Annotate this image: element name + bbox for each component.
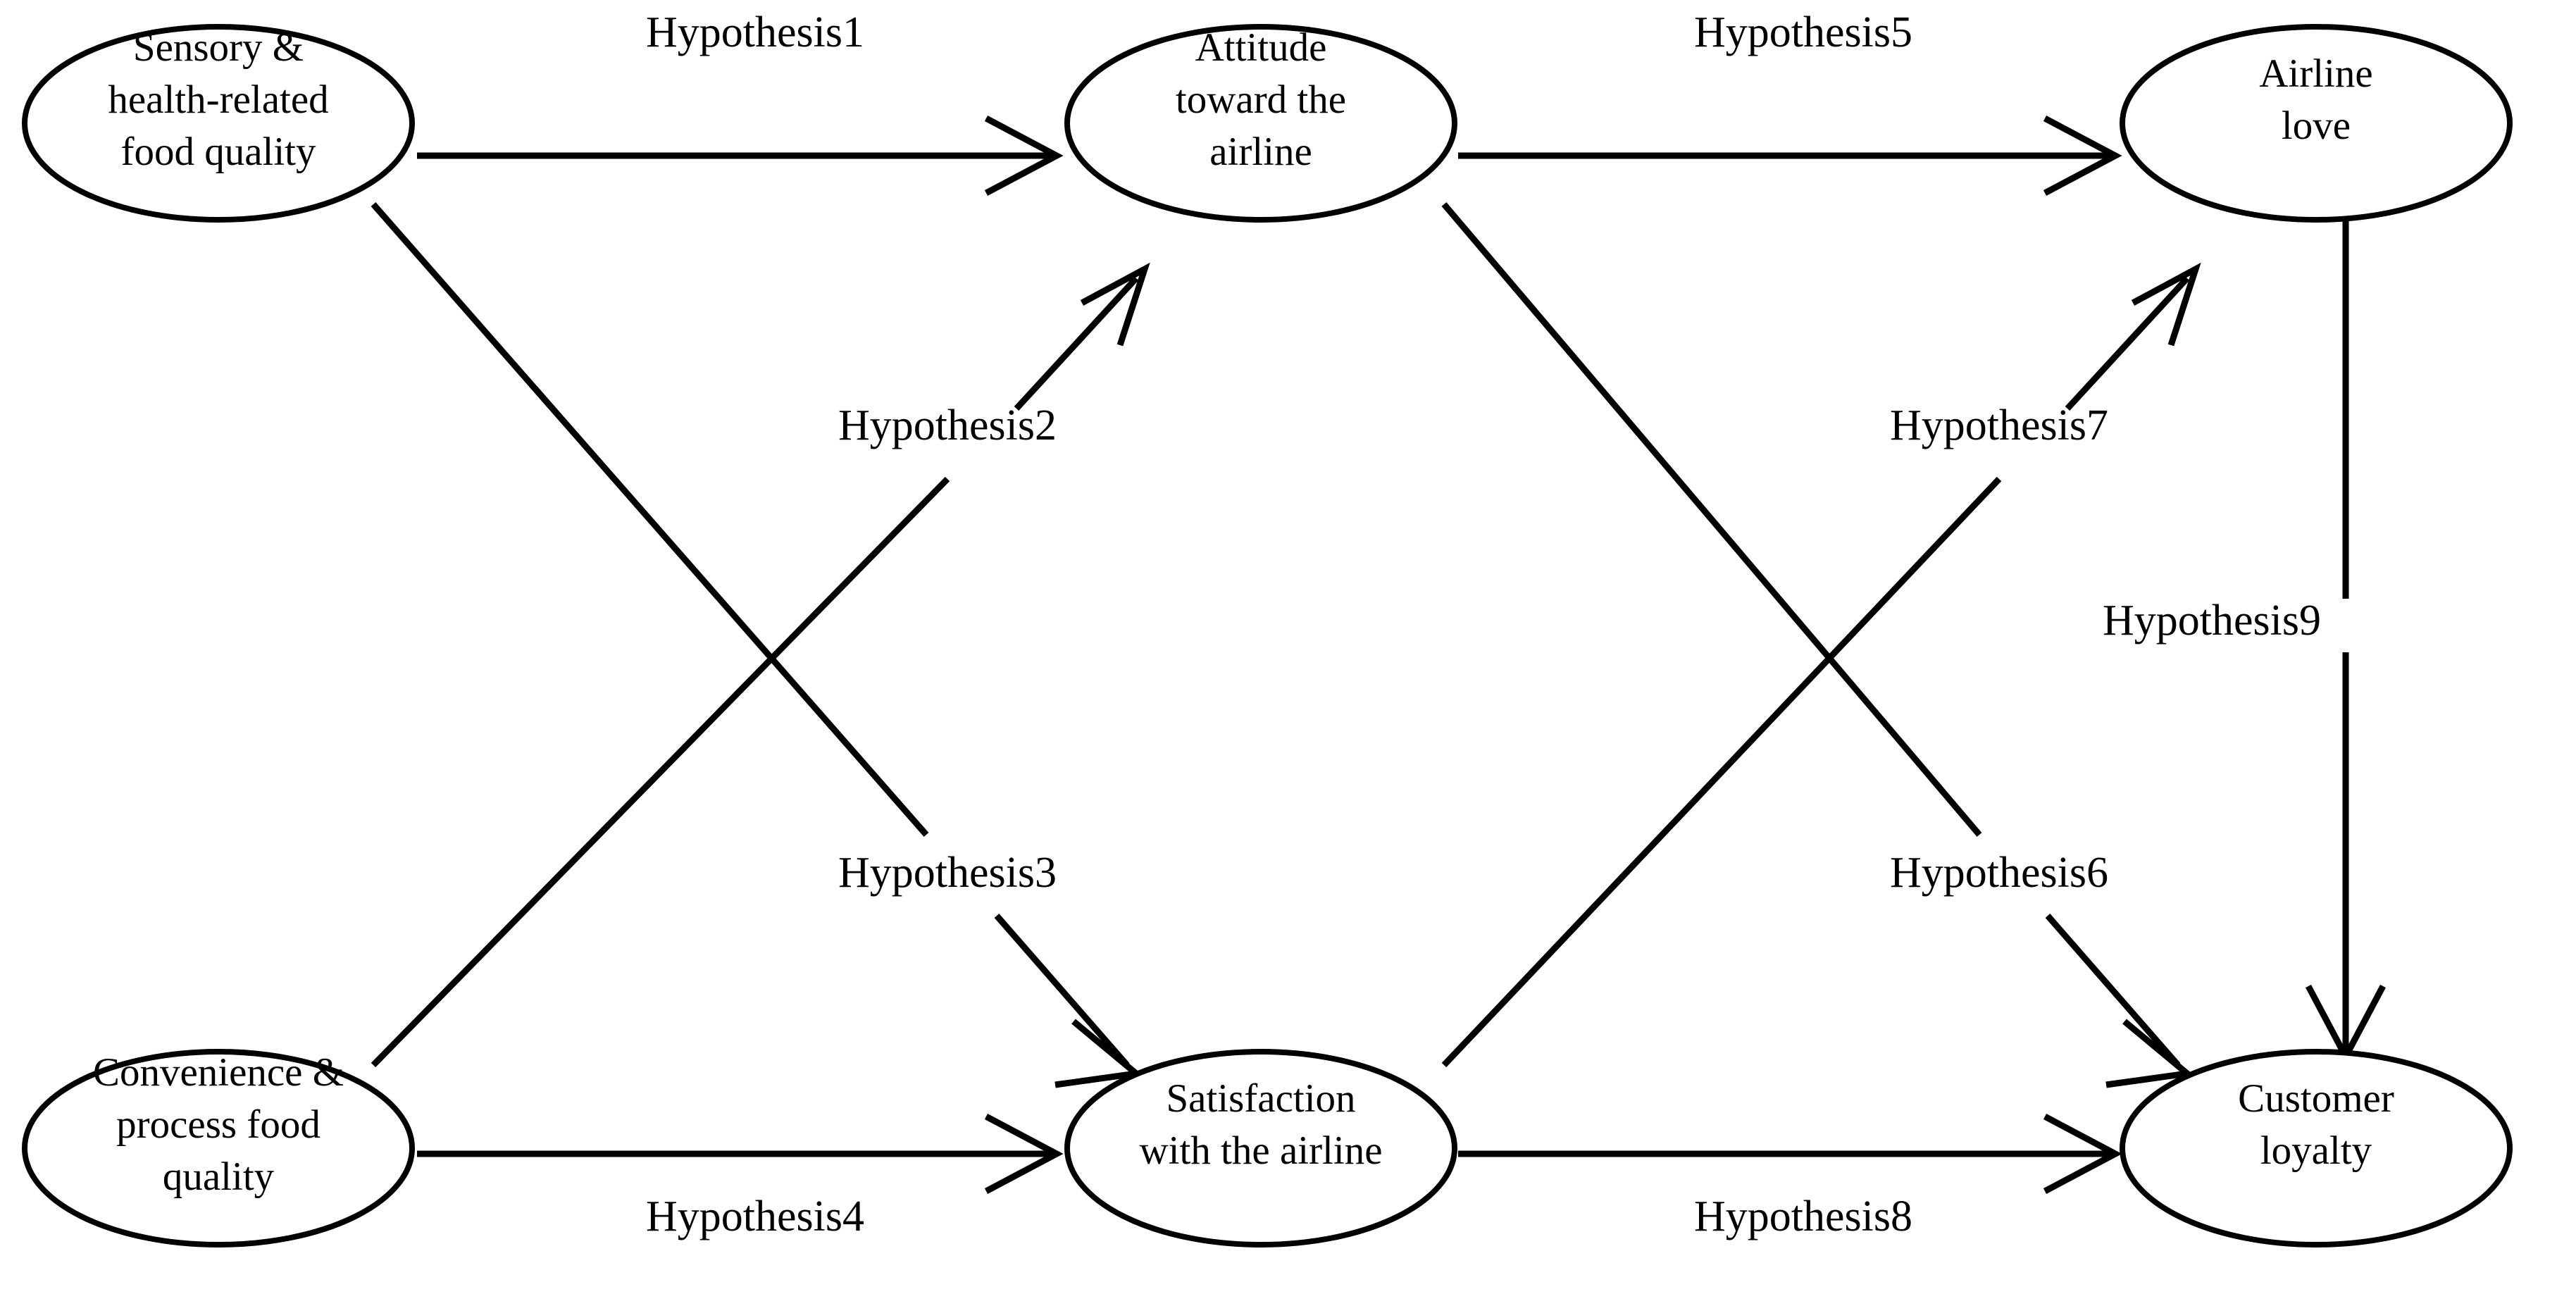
node-label-satisfaction-line1: Satisfaction (1166, 1076, 1355, 1121)
node-customer-loyalty[interactable]: Customer loyalty (2120, 1049, 2513, 1248)
edge-label-hypothesis2: Hypothesis2 (838, 402, 1057, 449)
node-label-attitude-line3: airline (1209, 130, 1312, 174)
edge-label-hypothesis3: Hypothesis3 (838, 849, 1057, 897)
edge-hypothesis2 (371, 262, 1150, 1068)
edge-hypothesis7 (1441, 262, 2201, 1068)
edge-label-hypothesis6: Hypothesis6 (1890, 849, 2108, 897)
node-ellipse-convenience[interactable] (22, 1049, 415, 1248)
edge-label-hypothesis5: Hypothesis5 (1694, 8, 1912, 56)
edge-hypothesis8 (1458, 1114, 2122, 1194)
node-ellipse-airline-love[interactable] (2120, 24, 2513, 223)
node-ellipse-customer-loyalty[interactable] (2120, 1049, 2513, 1248)
edge-label-hypothesis9-backdrop (2029, 599, 2395, 652)
node-label-customer-loyalty-line1: Customer (2238, 1076, 2394, 1121)
node-ellipse-sensory[interactable] (22, 24, 415, 223)
node-label-sensory-line2: health-related (108, 77, 328, 122)
edge-label-hypothesis1: Hypothesis1 (646, 8, 864, 56)
node-label-sensory-line3: food quality (120, 130, 316, 174)
node-label-convenience-line3: quality (163, 1155, 275, 1199)
node-convenience-process-food-quality[interactable]: Convenience & process food quality (22, 1049, 415, 1248)
node-ellipse-attitude[interactable] (1064, 24, 1457, 223)
node-label-customer-loyalty-line2: loyalty (2260, 1128, 2372, 1173)
edge-hypothesis4 (417, 1114, 1064, 1194)
edge-label-hypothesis7: Hypothesis7 (1890, 402, 2108, 449)
edge-label-hypothesis8: Hypothesis8 (1694, 1193, 1912, 1240)
node-ellipse-satisfaction[interactable] (1064, 1049, 1457, 1248)
node-label-attitude-line1: Attitude (1195, 25, 1327, 70)
node-attitude-toward-the-airline[interactable]: Attitude toward the airline (1064, 24, 1457, 223)
node-sensory-health-related-food-quality[interactable]: Sensory & health-related food quality (22, 24, 415, 223)
edge-hypothesis1 (417, 116, 1064, 196)
node-label-airline-love-line2: love (2282, 104, 2351, 148)
edge-label-hypothesis9-group: Hypothesis9 (2029, 597, 2395, 652)
node-satisfaction-with-the-airline[interactable]: Satisfaction with the airline (1064, 1049, 1457, 1248)
edge-label-hypothesis4: Hypothesis4 (646, 1193, 864, 1240)
node-airline-love[interactable]: Airline love (2120, 24, 2513, 223)
node-label-airline-love-line1: Airline (2259, 51, 2372, 96)
node-label-convenience-line1: Convenience & (93, 1050, 344, 1095)
edge-hypothesis5 (1458, 116, 2122, 196)
node-label-convenience-line2: process food (116, 1102, 321, 1147)
node-label-satisfaction-line2: with the airline (1139, 1128, 1382, 1173)
edge-label-hypothesis9: Hypothesis9 (2103, 597, 2321, 645)
node-label-sensory-line1: Sensory & (133, 25, 304, 70)
node-label-attitude-line2: toward the (1176, 77, 1346, 122)
